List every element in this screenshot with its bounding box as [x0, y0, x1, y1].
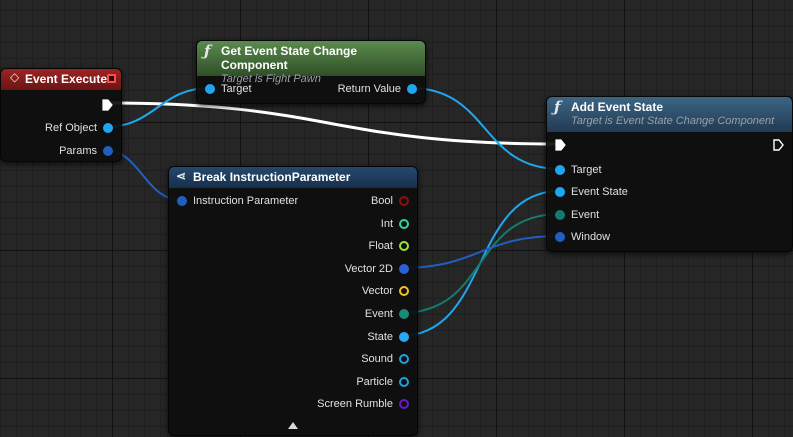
pin-label: Sound	[361, 353, 393, 366]
exec-out-pin[interactable]	[773, 139, 784, 151]
event-diamond-icon: ◇	[10, 70, 20, 84]
object-pin-icon[interactable]	[555, 165, 565, 175]
pin-return-value[interactable]: Return Value	[338, 81, 417, 97]
particle-pin-icon[interactable]	[399, 376, 409, 387]
struct-pin-icon[interactable]	[177, 196, 187, 206]
object-pin-icon[interactable]	[103, 123, 113, 133]
event-execute-title: Event Execute	[25, 72, 108, 86]
pin-label: Target	[221, 83, 252, 95]
pin-label: Event State	[571, 186, 628, 198]
pin-instruction-parameter[interactable]: Instruction Parameter	[177, 193, 298, 209]
exec-in-pin[interactable]	[555, 139, 566, 151]
vector-pin-icon[interactable]	[399, 286, 409, 297]
pin-label: State	[367, 330, 393, 343]
pin-label: Event	[364, 308, 393, 320]
pin-bool[interactable]: Bool	[371, 193, 409, 209]
pin-label: Target	[571, 164, 602, 176]
pin-label: Float	[368, 240, 393, 253]
pin-label: Particle	[356, 375, 393, 388]
screen-rumble-pin-icon[interactable]	[399, 399, 409, 410]
struct-pin-icon[interactable]	[103, 146, 113, 156]
add-event-state-exec-out[interactable]	[773, 137, 784, 153]
add-event-state-title: Add Event State	[571, 100, 664, 114]
pin-ref-object[interactable]: Ref Object	[45, 120, 113, 136]
pin-window[interactable]: Window	[555, 229, 610, 245]
bool-pin-icon[interactable]	[399, 196, 409, 206]
pin-target[interactable]: Target	[205, 81, 252, 97]
pin-vector-2d[interactable]: Vector 2D	[345, 261, 409, 277]
pin-label: Params	[59, 145, 97, 157]
add-event-state-header[interactable]: ƒ Add Event State Target is Event State …	[547, 97, 792, 132]
event-pin-icon[interactable]	[555, 210, 565, 220]
exec-wire[interactable]	[109, 101, 559, 146]
event-execute-node[interactable]: ◇ Event Execute Ref Object Params	[0, 68, 122, 162]
pin-label: Window	[571, 231, 611, 243]
wire-vector2d-to-window[interactable]	[399, 235, 561, 269]
struct-pin-icon[interactable]	[555, 232, 565, 242]
event-execute-header[interactable]: ◇ Event Execute	[1, 69, 121, 90]
pin-particle[interactable]: Particle	[356, 374, 409, 390]
state-pin-icon[interactable]	[399, 331, 409, 342]
add-event-state-node[interactable]: ƒ Add Event State Target is Event State …	[546, 96, 793, 252]
pin-label: Vector	[361, 285, 393, 298]
pin-screen-rumble[interactable]: Screen Rumble	[317, 396, 409, 412]
wire-event-to-event[interactable]	[399, 213, 561, 314]
pin-label: Return Value	[337, 83, 401, 95]
pin-label: Event	[571, 209, 600, 221]
object-pin-icon[interactable]	[407, 84, 417, 94]
pin-int[interactable]: Int	[381, 216, 409, 232]
pin-sound[interactable]: Sound	[361, 351, 409, 367]
break-param-node[interactable]: ⋖ Break InstructionParameter Instruction…	[168, 166, 418, 436]
pin-label: Ref Object	[45, 122, 97, 134]
pin-event-state[interactable]: Event State	[555, 184, 628, 200]
object-pin-icon[interactable]	[205, 84, 215, 94]
pin-params[interactable]: Params	[59, 143, 113, 159]
event-pin-icon[interactable]	[399, 309, 409, 319]
pin-label: Int	[380, 217, 393, 230]
break-param-header[interactable]: ⋖ Break InstructionParameter	[169, 167, 417, 188]
pin-event[interactable]: Event	[365, 306, 409, 322]
function-icon: ƒ	[204, 42, 211, 60]
add-event-state-subtitle: Target is Event State Change Component	[571, 115, 775, 127]
wire-return-to-target[interactable]	[409, 87, 561, 170]
pin-vector[interactable]: Vector	[362, 283, 409, 299]
pin-label: Instruction Parameter	[193, 195, 299, 207]
add-event-state-exec-in[interactable]	[555, 137, 566, 153]
pin-float[interactable]: Float	[369, 238, 409, 254]
pin-label: Vector 2D	[344, 262, 393, 275]
pin-label: Bool	[370, 195, 393, 207]
break-struct-icon: ⋖	[176, 169, 187, 183]
object-pin-icon[interactable]	[555, 187, 565, 197]
get-component-header[interactable]: ƒ Get Event State Change Component Targe…	[197, 41, 425, 85]
pin-target[interactable]: Target	[555, 162, 602, 178]
get-component-subtitle: Target is Fight Pawn	[221, 73, 321, 85]
break-param-title: Break InstructionParameter	[193, 170, 351, 184]
collapse-arrow-icon[interactable]	[288, 422, 298, 429]
get-component-title: Get Event State Change Component	[221, 44, 358, 72]
float-pin-icon[interactable]	[399, 241, 409, 252]
event-delegate-icon[interactable]	[107, 74, 116, 83]
sound-pin-icon[interactable]	[399, 354, 409, 365]
pin-state[interactable]: State	[367, 329, 409, 345]
vector-2d-pin-icon[interactable]	[399, 263, 409, 274]
event-execute-exec-out[interactable]	[102, 97, 113, 113]
pin-event[interactable]: Event	[555, 207, 599, 223]
exec-out-pin[interactable]	[102, 99, 113, 111]
int-pin-icon[interactable]	[399, 218, 409, 229]
get-component-node[interactable]: ƒ Get Event State Change Component Targe…	[196, 40, 426, 104]
pin-label: Screen Rumble	[317, 398, 393, 411]
function-icon: ƒ	[554, 98, 561, 116]
